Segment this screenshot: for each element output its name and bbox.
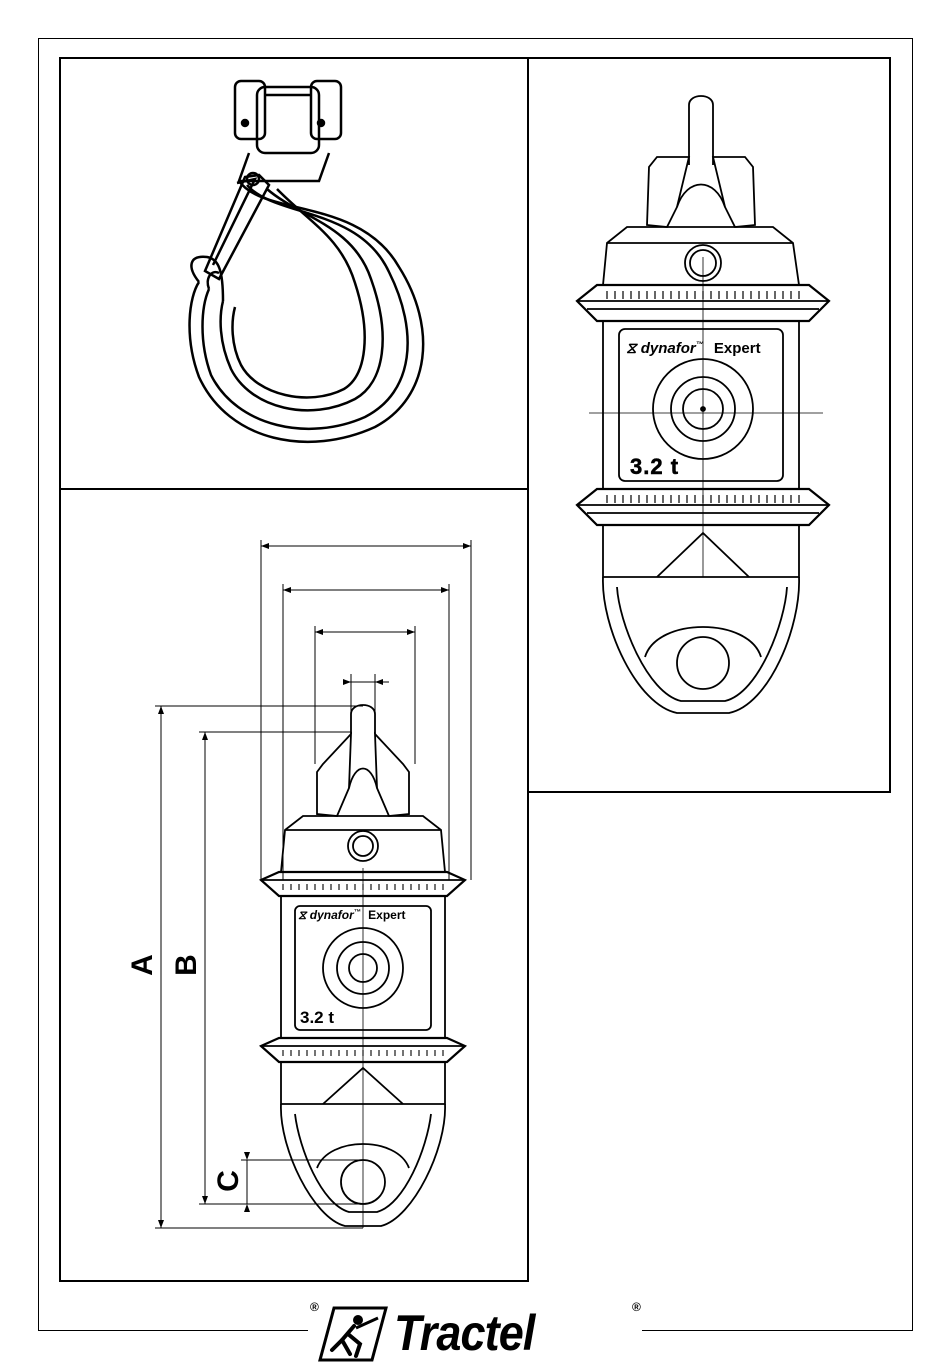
- model-text: Expert: [714, 340, 761, 357]
- model-text: Expert: [368, 908, 405, 922]
- brand-logo-icon: ⧖: [626, 340, 637, 357]
- dimension-c-label: C: [212, 1170, 246, 1192]
- brand-text: dynafor: [641, 340, 696, 357]
- dimension-brand-label: ⧖ dynafor™ Expert: [298, 908, 406, 923]
- tractel-logo: ® Tractel ®: [318, 1300, 648, 1366]
- front-view-illustration: [527, 57, 891, 793]
- brand-text: dynafor: [310, 908, 354, 922]
- hook-illustration: [59, 57, 529, 490]
- dimension-b-label: B: [170, 954, 204, 976]
- tractel-figure-icon: [318, 1306, 388, 1362]
- front-capacity-label: 3.2 t: [630, 454, 679, 480]
- front-brand-label: ⧖ dynafor™ Expert: [626, 340, 761, 357]
- dimension-view-illustration: [59, 488, 529, 1282]
- tm-mark: ™: [696, 340, 704, 349]
- tm-mark: ™: [354, 909, 361, 916]
- brand-name: Tractel: [394, 1304, 534, 1362]
- reg-mark-right: ®: [632, 1300, 641, 1314]
- brand-logo-icon: ⧖: [298, 908, 306, 922]
- dimension-capacity-label: 3.2 t: [300, 1008, 334, 1028]
- dimension-a-label: A: [126, 954, 160, 976]
- footer-rule-right: [642, 1330, 913, 1331]
- footer-rule-left: [38, 1330, 308, 1331]
